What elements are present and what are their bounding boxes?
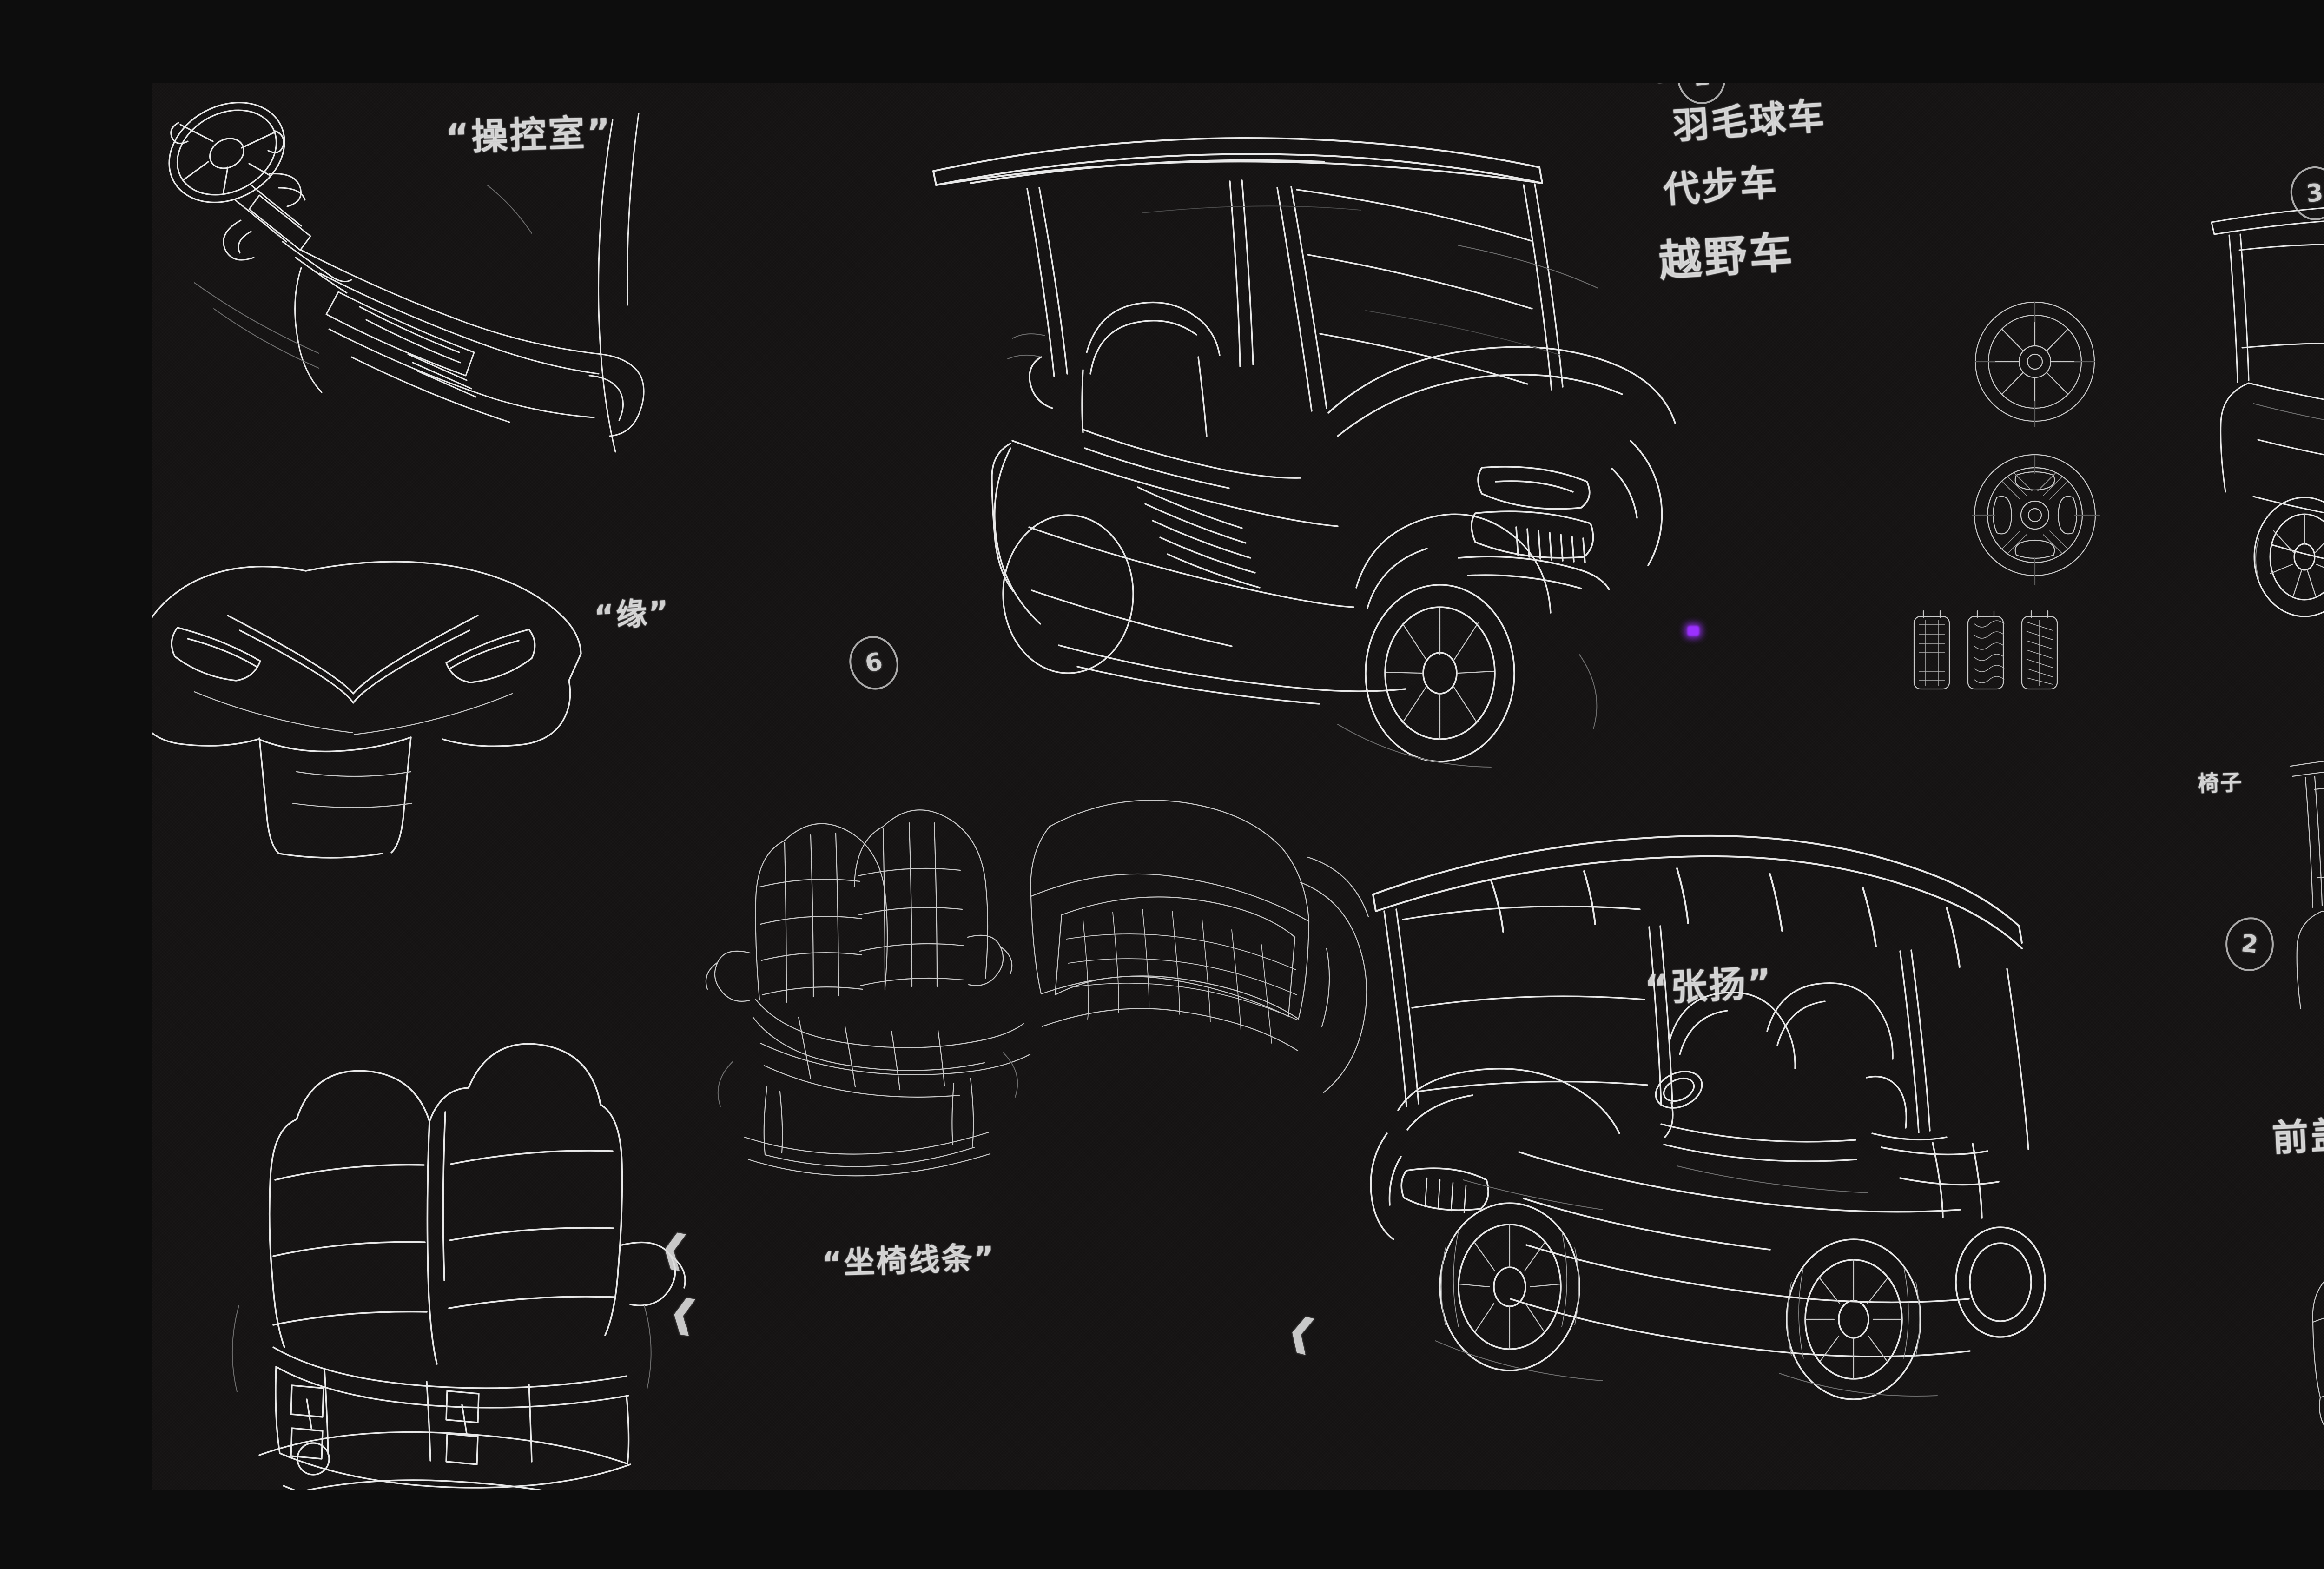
study-bench-seat-closeup (152, 980, 701, 1490)
study-fender-grille-block (1008, 766, 1380, 1110)
study-front-fascia-panel (152, 506, 659, 859)
vehicle-type-mobility-cart: 代步车 (1662, 161, 1780, 212)
study-bench-seat-perspective (645, 785, 1156, 1226)
leader-arrow-bold: ❰ (1281, 1307, 1323, 1357)
study-hood-cover-pair (2272, 1217, 2324, 1477)
headlight-accent (1687, 626, 1699, 636)
tire-tread-studies (1909, 608, 2077, 710)
cart-side-elevation-offroad (2235, 701, 2324, 1064)
study-steering-column-dashboard (152, 83, 738, 589)
cart-rear-three-quarter-view (2151, 152, 2324, 664)
callout-number-6: 6 (844, 631, 904, 695)
wheel-design-studies (1937, 287, 2133, 603)
annotation-front-cover-label: 前盖结构 (2271, 1110, 2324, 1160)
main-cart-side-view (919, 115, 1686, 789)
chalkboard-canvas: “操控室” “缘” “张扬” “坐椅线条” 前盖结构 椅子 高尔夫球车 羽毛球车… (152, 83, 2324, 1490)
annotation-seat-detail-label: “坐椅线条” (821, 1239, 997, 1282)
vehicle-type-offroad-cart: 越野车 (1657, 227, 1796, 287)
cart-offroad-three-quarter-view (1324, 789, 2091, 1487)
annotation-cockpit-label: “操控室” (444, 111, 614, 159)
annotation-main-view-label: “缘” (593, 594, 672, 635)
annotation-chair-note: 椅子 (2197, 769, 2244, 796)
annotation-bold-label: “张扬” (1644, 961, 1775, 1011)
